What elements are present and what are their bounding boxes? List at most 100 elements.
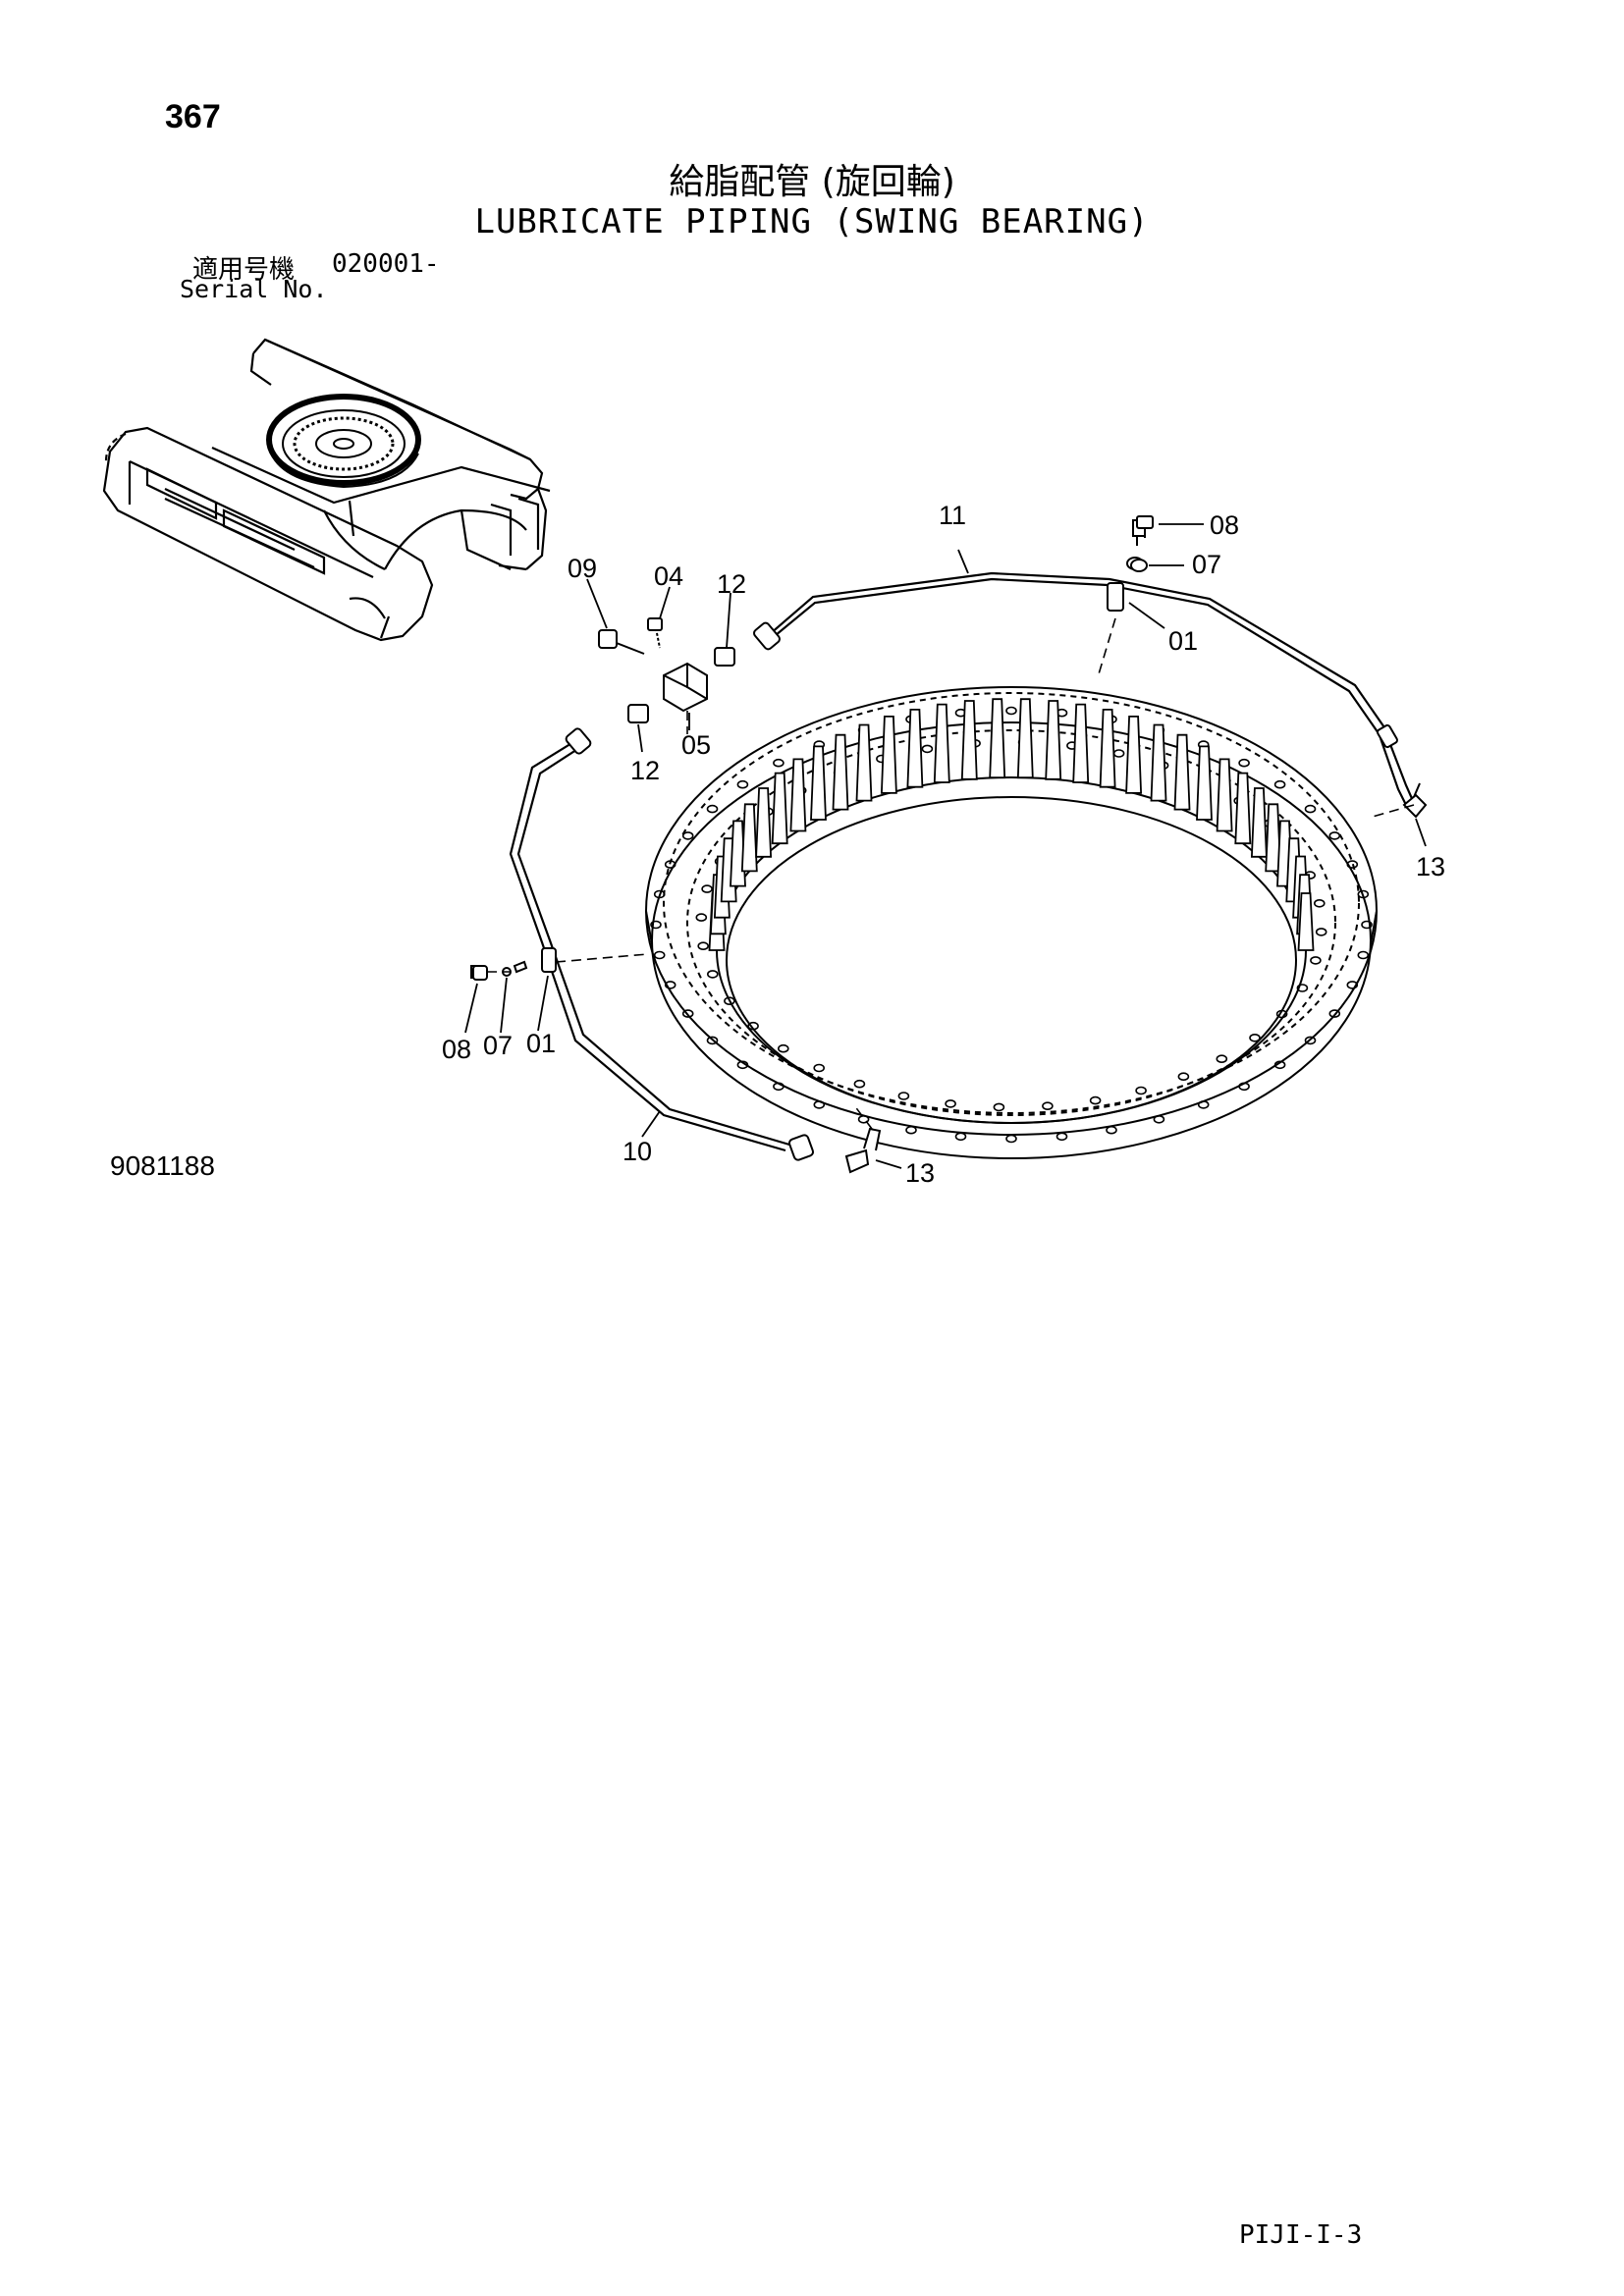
callout-07-right: 07 [1192, 550, 1221, 579]
pipe-fittings [565, 621, 1428, 1174]
block-05-assembly [598, 617, 735, 723]
gear-tooth [855, 723, 873, 802]
gear-tooth [1250, 787, 1268, 858]
bolt-hole [1106, 1125, 1117, 1135]
bolt-hole [1296, 984, 1309, 992]
bolt-hole [773, 1082, 785, 1092]
gear-tooth [880, 716, 897, 794]
bolt-hole [954, 1132, 967, 1142]
page-code: PIJI-I-3 [1239, 2220, 1363, 2250]
bolt-hole [1238, 1082, 1250, 1092]
gear-tooth [1173, 733, 1191, 811]
drawing-number: 9081188 [110, 1150, 215, 1181]
gear-tooth [1216, 758, 1233, 832]
bolt-hole [736, 779, 749, 789]
callout-05: 05 [681, 730, 711, 760]
bolt-hole [1112, 749, 1125, 758]
gear-tooth [1150, 723, 1167, 802]
bolt-hole [993, 1102, 1005, 1112]
callout-04: 04 [654, 561, 683, 591]
serial-label-english: Serial No. [180, 275, 328, 303]
bolt-hole [1315, 928, 1327, 936]
bolt-hole [664, 860, 677, 869]
bolt-hole [724, 996, 735, 1006]
callout-12-upper: 12 [717, 569, 746, 599]
bolt-hole [857, 1115, 870, 1124]
bolt-hole [1005, 706, 1017, 716]
pipe-10 [509, 741, 790, 1152]
bolt-hole [1310, 956, 1322, 965]
bolt-hole [706, 970, 719, 979]
callout-13-right: 13 [1416, 852, 1445, 881]
gear-tooth [1099, 709, 1116, 788]
callout-01-right: 01 [1168, 626, 1198, 656]
bolt-hole [1328, 1009, 1341, 1018]
keymap-swing-bearing-highlight [266, 394, 421, 489]
title-japanese: 給脂配管 (旋回輪) [669, 162, 955, 202]
bolt-hole [1216, 1054, 1228, 1063]
bolt-hole [1089, 1095, 1102, 1105]
bolt-hole [1357, 889, 1370, 899]
bolt-hole [1042, 1101, 1054, 1110]
callout-08-left: 08 [442, 1035, 471, 1064]
bolt-hole [653, 950, 666, 960]
bolt-hole [773, 758, 785, 768]
gear-tooth [1016, 698, 1034, 779]
bolt-hole [1273, 1060, 1286, 1070]
bolt-hole [1328, 831, 1341, 840]
parts-08-07-right [1130, 515, 1154, 572]
gear-tooth [1072, 703, 1090, 783]
bolt-hole [1005, 1134, 1017, 1144]
gear-tooth [1125, 716, 1143, 794]
gear-tooth [933, 703, 950, 783]
leader-lines [464, 523, 1427, 1169]
bolt-hole [681, 831, 694, 840]
gear-tooth [1045, 700, 1062, 780]
callout-01-left: 01 [526, 1029, 556, 1058]
gear-tooth [832, 733, 849, 811]
bolt-hole [664, 981, 677, 989]
callout-labels: 11 08 07 01 09 04 12 05 12 13 08 07 01 1… [442, 501, 1445, 1188]
bolt-hole [945, 1099, 956, 1108]
gear-tooth [960, 700, 978, 780]
bolt-hole [1153, 1115, 1165, 1124]
gear-tooth [789, 758, 807, 832]
bolt-hole [813, 1100, 826, 1109]
bolt-hole [1275, 1009, 1288, 1019]
bolt-hole [706, 804, 719, 814]
bolt-hole [701, 884, 713, 893]
bolt-hole [813, 1063, 826, 1073]
gear-tooth [1234, 772, 1252, 845]
serial-value: 020001- [332, 249, 440, 279]
bolt-hole [1238, 758, 1250, 768]
bolt-hole [1056, 1132, 1068, 1142]
bolt-hole [1304, 804, 1317, 814]
serial-label-japanese: 適用号機 [192, 255, 296, 285]
bolt-hole [1177, 1072, 1190, 1081]
bolt-hole [1273, 779, 1286, 789]
bolt-hole [1357, 950, 1370, 960]
gear-tooth [1297, 892, 1315, 951]
gear-tooth [771, 772, 788, 845]
centerlines [487, 617, 1415, 1130]
bolt-hole [681, 1009, 694, 1018]
bolt-hole [853, 1079, 866, 1089]
bolt-hole [1361, 920, 1373, 930]
bolt-hole [1346, 981, 1359, 989]
bolt-hole [736, 1060, 749, 1070]
gear-tooth [740, 803, 758, 873]
bolt-hole [695, 913, 708, 922]
bolt-hole [1197, 1100, 1210, 1109]
bolt-hole [897, 1092, 910, 1100]
bolt-hole [921, 744, 934, 754]
title-english: LUBRICATE PIPING (SWING BEARING) [474, 202, 1150, 241]
bolt-hole [650, 920, 662, 930]
bolt-hole [905, 1125, 917, 1135]
bolt-hole [697, 941, 710, 951]
bolt-hole [653, 889, 666, 899]
gear-tooth [1196, 745, 1213, 821]
callout-09: 09 [568, 554, 597, 583]
ring-bolt-holes [650, 706, 1373, 1144]
callout-10: 10 [623, 1137, 652, 1166]
bolt-hole [1135, 1086, 1147, 1095]
